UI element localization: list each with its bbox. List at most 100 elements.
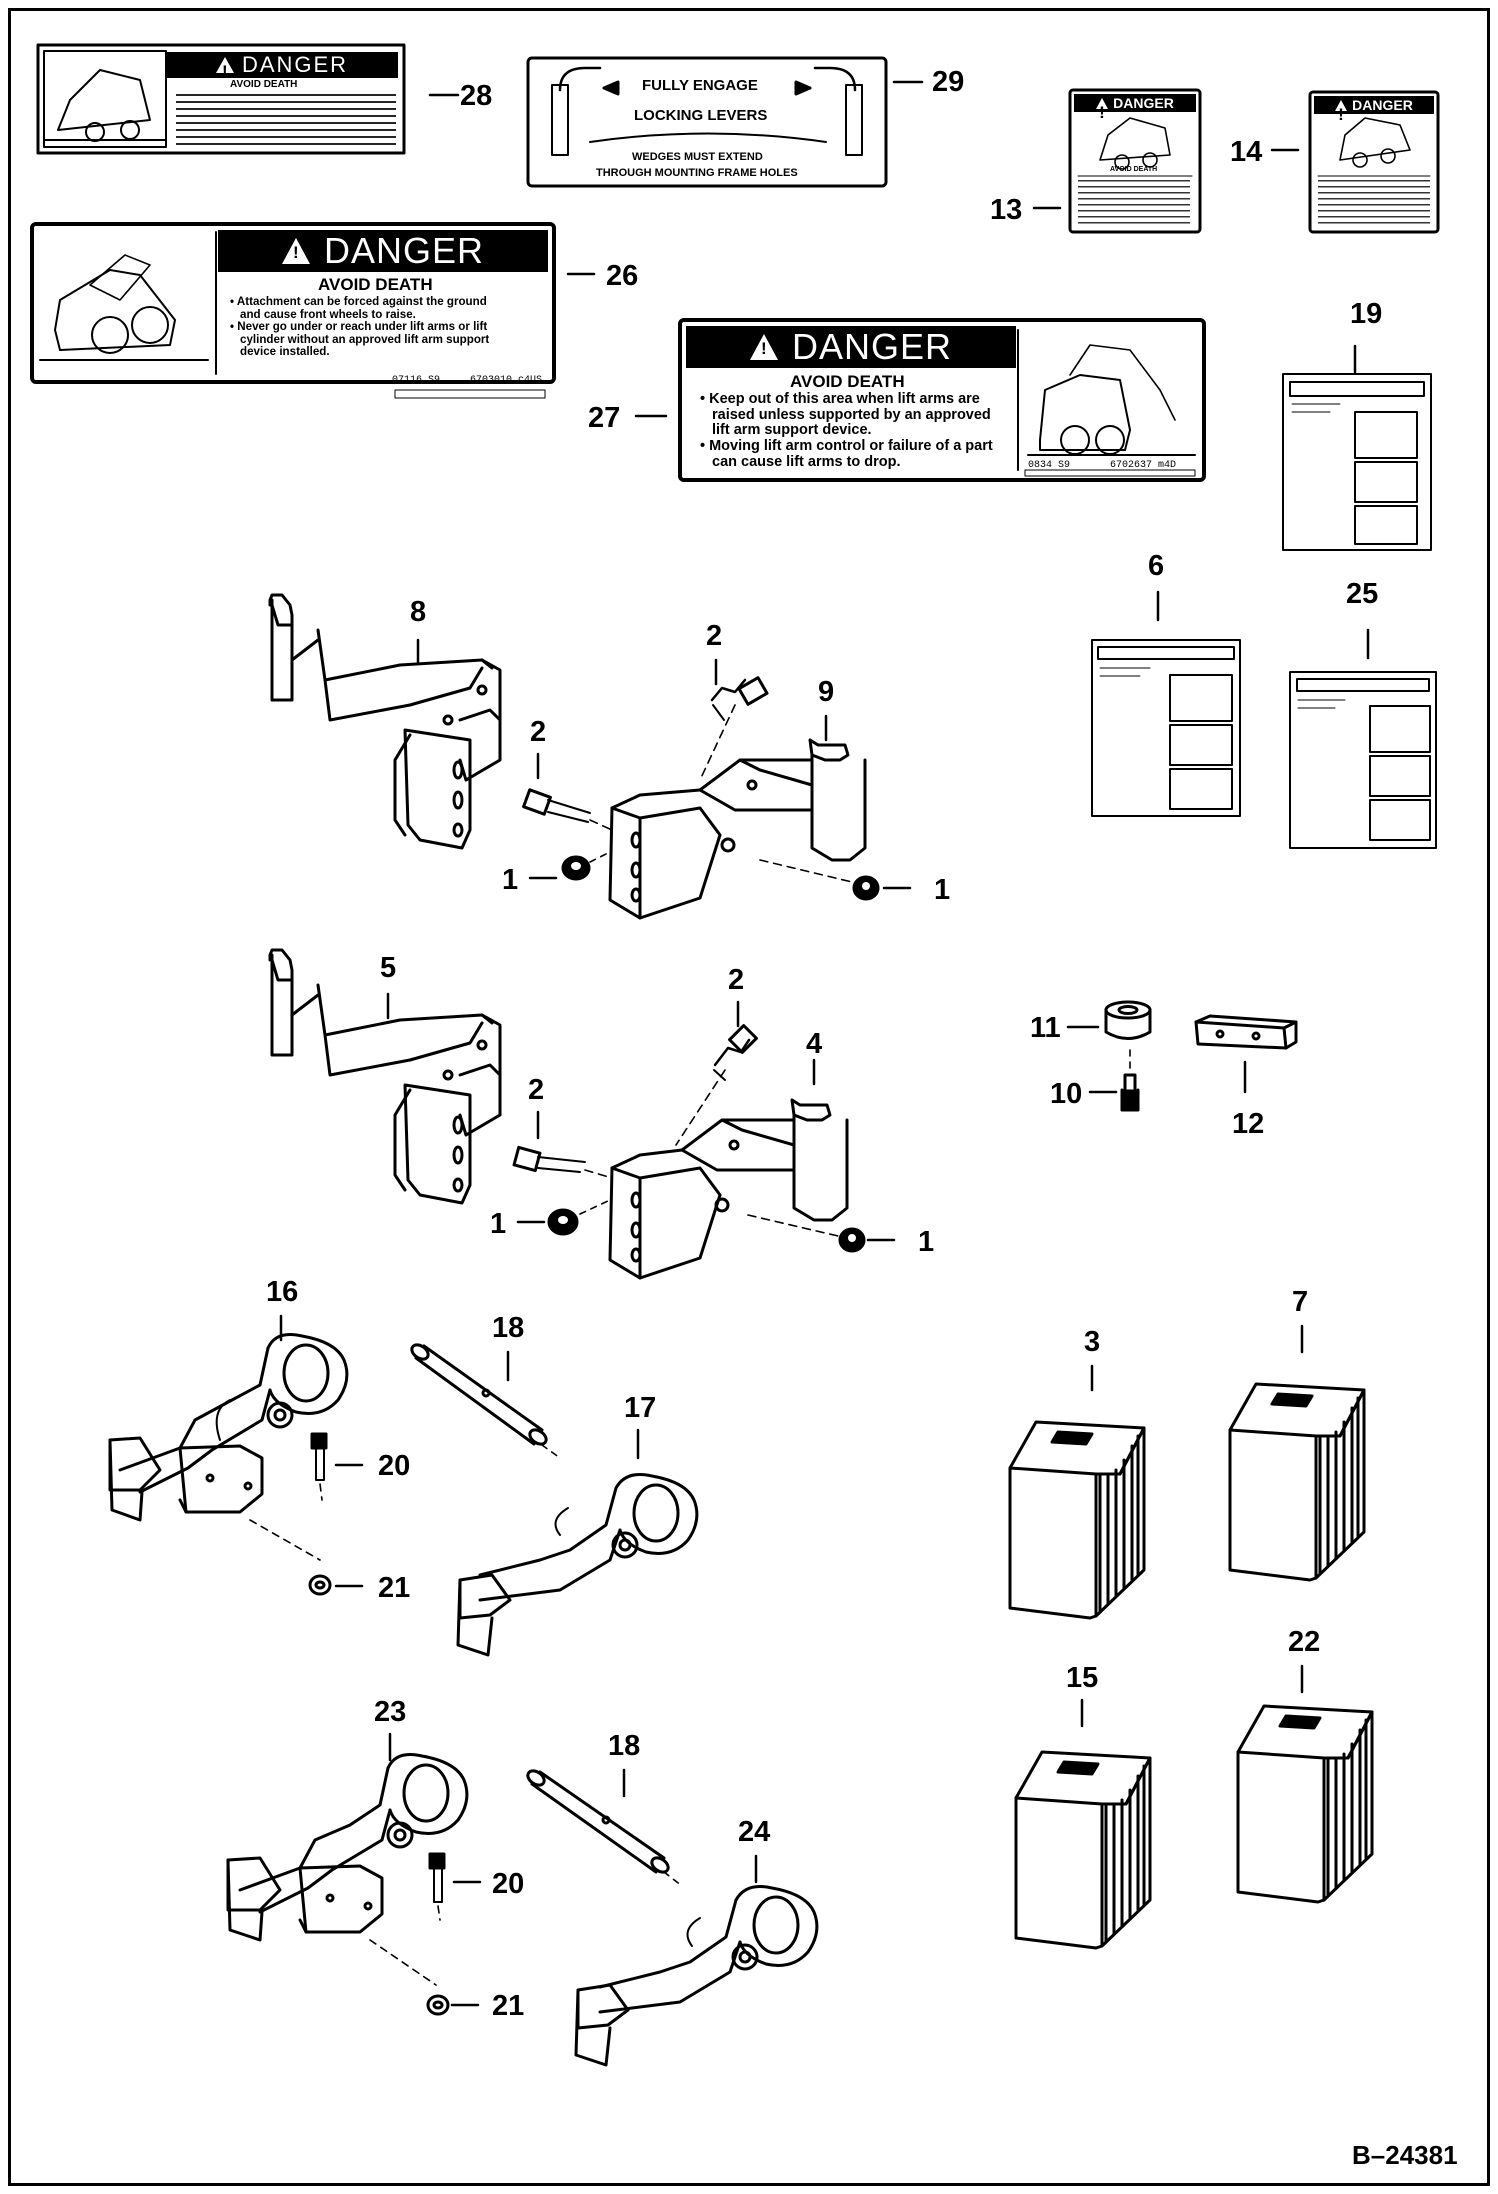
decal-26-code-left: 07116 S9 [392, 375, 441, 386]
decal-29-line4: THROUGH MOUNTING FRAME HOLES [596, 167, 798, 179]
decal-26-bullet-line: cylinder without an approved lift arm su… [240, 332, 490, 346]
warning-triangle-icon [281, 238, 310, 264]
callout-10: 10 [1050, 1078, 1083, 1110]
callout-16: 16 [266, 1276, 299, 1308]
callout-12: 12 [1232, 1108, 1265, 1140]
warning-triangle-icon [1335, 99, 1348, 125]
callout-20-upper: 20 [378, 1450, 411, 1482]
callout-24: 24 [738, 1816, 771, 1848]
manual-6 [1091, 639, 1241, 817]
callout-5: 5 [380, 952, 397, 984]
decal-26-bullet-line: • Attachment can be forced against the g… [230, 295, 487, 308]
counterweight-22 [1236, 1704, 1374, 1904]
crossbar-23 [226, 1753, 469, 1942]
callout-9: 9 [818, 676, 835, 708]
callout-1-middle-a: 1 [490, 1208, 507, 1240]
decal-28-text-block [176, 94, 396, 148]
decal-27-bullet-line: can cause lift arms to drop. [712, 453, 901, 470]
bolt-20-upper [310, 1432, 328, 1481]
callout-7: 7 [1292, 1286, 1309, 1318]
bolt-2-upper-a [710, 676, 769, 721]
decal-27-bullets: • Keep out of this area when lift arms a… [700, 391, 993, 470]
decal-13-text-block [1078, 180, 1190, 226]
callout-21-upper: 21 [378, 1572, 411, 1604]
callout-3: 3 [1084, 1326, 1101, 1358]
callout-27: 27 [588, 402, 621, 434]
decal-27-bullet-line: raised unless supported by an approved [712, 406, 991, 423]
decal-29-line2: LOCKING LEVERS [634, 107, 768, 124]
nut-1-middle-b [838, 1227, 866, 1253]
counterweight-15 [1014, 1750, 1152, 1950]
callout-14: 14 [1230, 136, 1263, 168]
bolt-2-upper-b [522, 788, 591, 823]
decal-27-code-left: 0834 S9 [1028, 460, 1071, 471]
callout-20-lower: 20 [492, 1868, 525, 1900]
decal-27-subtitle: AVOID DEATH [790, 372, 905, 391]
bracket-9 [608, 738, 867, 920]
callout-13: 13 [990, 194, 1023, 226]
figure-id: B–24381 [1352, 2140, 1458, 2170]
bolt-2-middle-a [713, 1024, 758, 1081]
decal-26-bullet-line: device installed. [240, 345, 330, 359]
callout-26: 26 [606, 260, 639, 292]
pin-18-upper [410, 1343, 548, 1446]
decal-14-banner: DANGER [1314, 96, 1434, 125]
callout-25: 25 [1346, 578, 1379, 610]
pin-18-lower [526, 1769, 670, 1874]
manual-19 [1282, 373, 1432, 551]
decal-27-banner-text: DANGER [791, 326, 953, 367]
bracket-5 [268, 948, 502, 1205]
decal-26-code-right: 6703010 c4US [470, 375, 543, 386]
decal-26-bullet-line: and cause front wheels to raise. [240, 307, 416, 321]
crossbar-24 [574, 1885, 819, 2067]
plate-12 [1194, 1014, 1298, 1050]
decal-26-subtitle: AVOID DEATH [318, 275, 433, 294]
counterweight-7 [1228, 1382, 1366, 1582]
callout-6: 6 [1148, 550, 1165, 582]
nut-21-lower [426, 1994, 450, 2016]
callout-19: 19 [1350, 298, 1383, 330]
warning-triangle-icon [749, 334, 778, 360]
nut-1-upper-b [852, 875, 880, 901]
decal-28-subtitle: AVOID DEATH [230, 79, 298, 90]
decal-14-banner-text: DANGER [1352, 97, 1413, 113]
decal-29-line3: WEDGES MUST EXTEND [632, 151, 763, 163]
nut-1-upper-a [561, 855, 591, 881]
callout-1-middle-b: 1 [918, 1226, 935, 1258]
decal-27-banner: DANGER [686, 326, 1016, 368]
callout-28: 28 [460, 80, 493, 112]
callout-18-upper: 18 [492, 1312, 525, 1344]
callout-23: 23 [374, 1696, 407, 1728]
callout-1-upper-a: 1 [502, 864, 519, 896]
decal-26-bullet-line: • Never go under or reach under lift arm… [230, 320, 488, 334]
decal-26-banner: DANGER [218, 230, 548, 272]
decal-29 [526, 56, 888, 188]
crossbar-16 [108, 1333, 349, 1522]
decal-27-code-right: 6702637 m4D [1110, 460, 1177, 471]
callout-1-upper-b: 1 [934, 874, 951, 906]
nut-1-middle-a [547, 1208, 579, 1236]
spacer-11 [1104, 1000, 1152, 1040]
decal-27-bullet-line: • Keep out of this area when lift arms a… [700, 391, 980, 407]
callout-11: 11 [1030, 1012, 1061, 1044]
warning-triangle-icon [215, 57, 234, 82]
decal-13-banner: DANGER [1074, 94, 1196, 123]
counterweight-3 [1008, 1420, 1146, 1620]
decal-13-subtitle: AVOID DEATH [1110, 166, 1158, 173]
callout-2-upper-b: 2 [530, 716, 547, 748]
decal-27-bullet-line: lift arm support device. [712, 422, 872, 439]
decal-29-line1: FULLY ENGAGE [642, 77, 758, 94]
nut-21-upper [308, 1574, 332, 1596]
decal-14-text-block [1318, 180, 1430, 226]
callout-18-lower: 18 [608, 1730, 641, 1762]
callout-4: 4 [806, 1028, 823, 1060]
leader-lines [279, 80, 1370, 2007]
warning-triangle-icon [1096, 97, 1109, 123]
callout-17: 17 [624, 1392, 657, 1424]
callout-8: 8 [410, 596, 427, 628]
callout-15: 15 [1066, 1662, 1099, 1694]
callout-21-lower: 21 [492, 1990, 525, 2022]
decal-26-banner-text: DANGER [323, 230, 485, 271]
callout-2-middle-b: 2 [528, 1074, 545, 1106]
manual-25 [1289, 671, 1437, 849]
